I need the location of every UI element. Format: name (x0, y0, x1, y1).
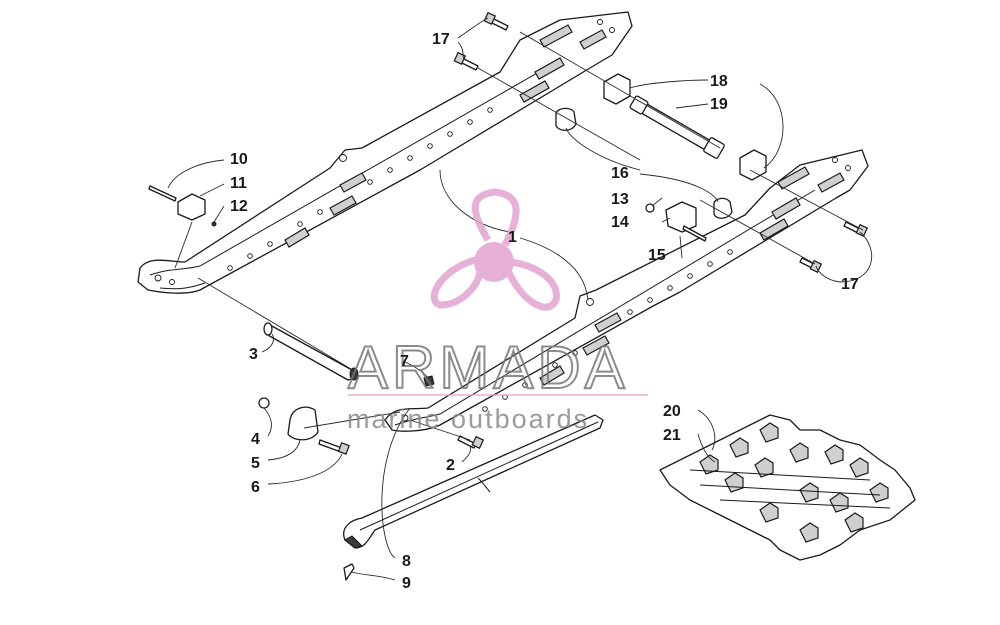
leader-lines (167, 17, 873, 581)
callout-2: 2 (446, 457, 455, 474)
callout-13: 13 (611, 191, 629, 208)
callout-16: 16 (611, 165, 629, 182)
callout-8: 8 (402, 553, 411, 570)
callout-labels: 1 2 3 4 5 6 7 8 9 10 11 12 13 14 15 16 1… (230, 31, 859, 592)
right-slide-rail (384, 149, 869, 432)
callout-21: 21 (663, 427, 681, 444)
rear-shaft-assembly (555, 73, 767, 219)
callout-20: 20 (663, 403, 681, 420)
left-slide-rail (137, 11, 633, 294)
cross-shaft (263, 322, 359, 381)
callout-10: 10 (230, 151, 248, 168)
callout-7: 7 (400, 353, 409, 370)
wear-strip (343, 414, 604, 549)
track-section (659, 414, 916, 561)
brand-tagline: marine outboards (347, 404, 589, 434)
propeller-logo (430, 188, 560, 311)
callout-4: 4 (251, 431, 260, 448)
callout-12: 12 (230, 198, 248, 215)
callout-19: 19 (710, 96, 728, 113)
callout-14: 14 (611, 214, 629, 231)
callout-15: 15 (648, 247, 666, 264)
brand-watermark: ARMADA marine outboards (347, 188, 648, 434)
brand-name: ARMADA (348, 334, 629, 401)
callout-11: 11 (230, 175, 247, 192)
callout-3: 3 (249, 346, 258, 363)
callout-5: 5 (251, 455, 260, 472)
callout-9: 9 (402, 575, 411, 592)
callout-1: 1 (508, 229, 517, 246)
callout-17-right: 17 (841, 276, 859, 293)
callout-6: 6 (251, 479, 260, 496)
callout-18: 18 (710, 73, 728, 90)
callout-17-top: 17 (432, 31, 450, 48)
hardware-bolts (148, 11, 869, 581)
